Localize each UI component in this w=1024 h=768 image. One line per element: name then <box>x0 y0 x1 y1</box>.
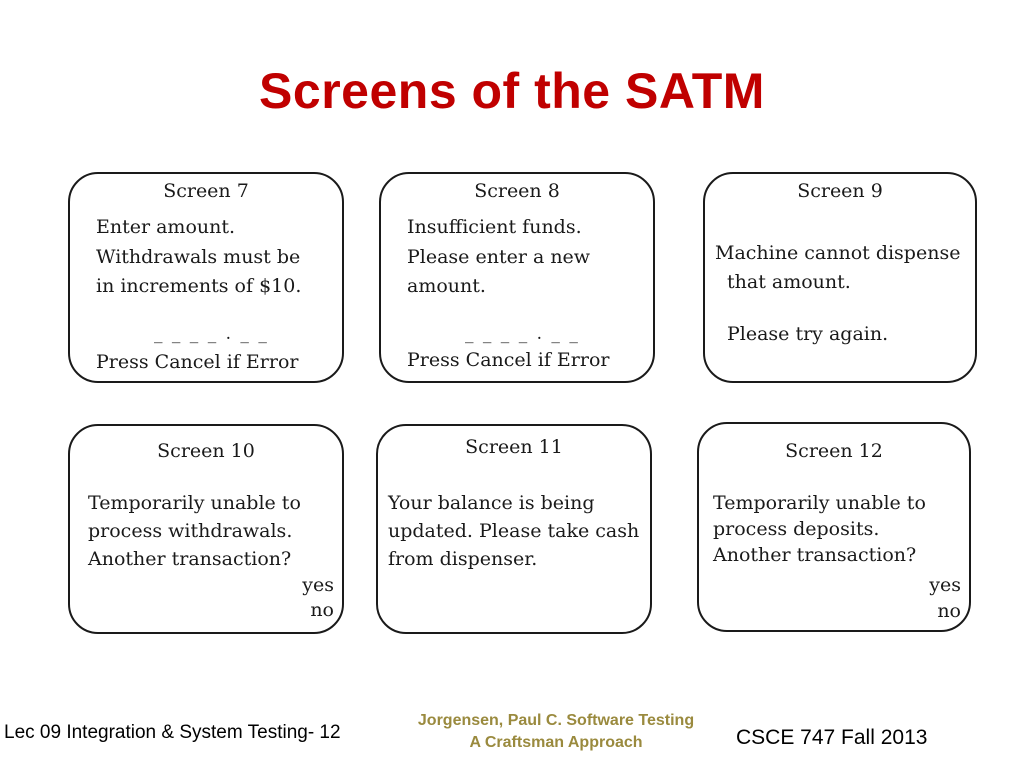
screen-7-line-2: Withdrawals must be <box>96 246 301 268</box>
screen-7-box: Screen 7 Enter amount. Withdrawals must … <box>68 172 344 383</box>
screen-11-box: Screen 11 Your balance is being updated.… <box>376 424 652 634</box>
footer-reference-line-2: A Craftsman Approach <box>469 734 643 751</box>
screen-7-line-3: in increments of $10. <box>96 275 302 297</box>
screen-9-line-2: that amount. <box>727 271 851 293</box>
screen-10-no-option: no <box>310 599 334 621</box>
slide-title: Screens of the SATM <box>259 63 765 119</box>
screen-8-amount-entry: _ _ _ _ . _ _ <box>465 324 580 344</box>
screen-8-line-1: Insufficient funds. <box>407 216 582 238</box>
screen-10-yes-option: yes <box>302 574 334 596</box>
screen-10-line-1: Temporarily unable to <box>88 492 301 514</box>
screen-11-line-1: Your balance is being <box>388 492 595 514</box>
screen-7-amount-entry: _ _ _ _ . _ _ <box>154 324 269 344</box>
screen-8-cancel-note: Press Cancel if Error <box>407 349 610 371</box>
screen-12-no-option: no <box>937 600 961 622</box>
screen-12-box: Screen 12 Temporarily unable to process … <box>697 422 971 632</box>
screen-7-line-1: Enter amount. <box>96 216 236 238</box>
screen-7-cancel-note: Press Cancel if Error <box>96 351 299 373</box>
screen-12-line-3: Another transaction? <box>713 544 917 566</box>
screen-12-yes-option: yes <box>929 574 961 596</box>
screen-12-line-2: process deposits. <box>713 518 880 540</box>
screen-8-box: Screen 8 Insufficient funds. Please ente… <box>379 172 655 383</box>
footer-reference-line-1: Jorgensen, Paul C. Software Testing <box>417 712 695 729</box>
screen-9-line-1: Machine cannot dispense <box>715 242 961 264</box>
screen-8-heading: Screen 8 <box>474 180 560 202</box>
screen-9-box: Screen 9 Machine cannot dispense that am… <box>703 172 977 383</box>
screen-7-heading: Screen 7 <box>163 180 249 202</box>
footer-lecture-label: Lec 09 Integration & System Testing- 12 <box>4 722 341 743</box>
screen-11-heading: Screen 11 <box>465 436 563 458</box>
screen-10-line-2: process withdrawals. <box>88 520 293 542</box>
screen-8-line-3: amount. <box>407 275 486 297</box>
screen-11-line-3: from dispenser. <box>388 548 538 570</box>
screen-8-line-2: Please enter a new <box>407 246 591 268</box>
screen-10-heading: Screen 10 <box>157 440 255 462</box>
screen-11-line-2: updated. Please take cash <box>388 520 640 542</box>
screen-9-heading: Screen 9 <box>797 180 883 202</box>
screen-12-heading: Screen 12 <box>785 440 883 462</box>
screen-12-line-1: Temporarily unable to <box>713 492 926 514</box>
screen-9-line-3: Please try again. <box>727 323 889 345</box>
footer-reference: Jorgensen, Paul C. Software Testing A Cr… <box>404 710 708 754</box>
footer-course-label: CSCE 747 Fall 2013 <box>736 726 928 749</box>
screen-10-line-3: Another transaction? <box>88 548 292 570</box>
screen-10-box: Screen 10 Temporarily unable to process … <box>68 424 344 634</box>
